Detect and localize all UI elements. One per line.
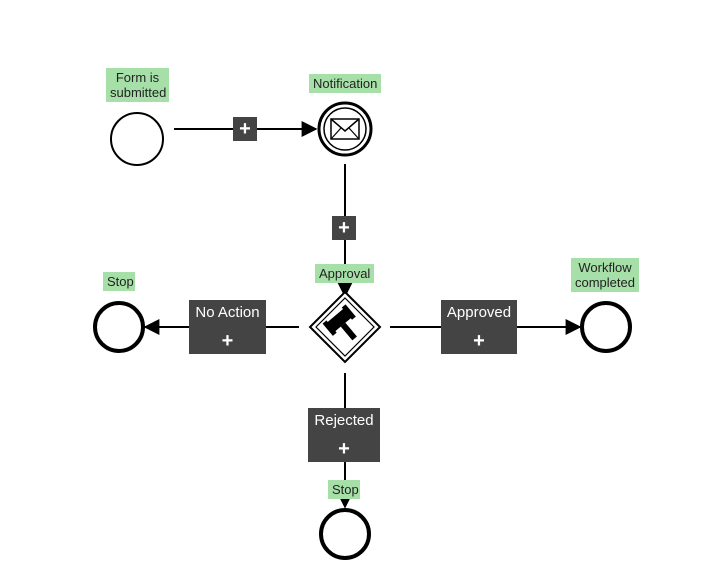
approval-gateway[interactable] <box>308 290 382 364</box>
stop-bottom-end-event[interactable] <box>319 508 371 560</box>
rejected-add-button[interactable]: + <box>338 438 350 460</box>
rejected-branch[interactable]: Rejected + <box>308 408 380 462</box>
no-action-add-button[interactable]: + <box>221 330 234 352</box>
envelope-icon <box>330 118 360 140</box>
approval-label: Approval <box>315 264 374 283</box>
approved-branch[interactable]: Approved + <box>441 300 517 354</box>
start-event[interactable] <box>110 112 164 166</box>
approved-add-button[interactable]: + <box>473 330 485 352</box>
notification-label: Notification <box>309 74 381 93</box>
start-label: Form is submitted <box>106 68 169 102</box>
approved-label: Approved <box>446 304 512 321</box>
gavel-icon <box>322 304 357 341</box>
add-step-button-middle[interactable]: + <box>332 216 356 240</box>
notification-event[interactable] <box>317 101 373 157</box>
stop-left-label: Stop <box>103 272 135 291</box>
no-action-branch[interactable]: No Action + <box>189 300 266 354</box>
workflow-completed-end-event[interactable] <box>580 301 632 353</box>
rejected-label: Rejected <box>314 412 374 429</box>
workflow-completed-label: Workflow completed <box>571 258 639 292</box>
no-action-label: No Action <box>195 304 260 321</box>
stop-bottom-label: Stop <box>328 480 360 499</box>
stop-left-end-event[interactable] <box>93 301 145 353</box>
add-step-button-top[interactable]: + <box>233 117 257 141</box>
